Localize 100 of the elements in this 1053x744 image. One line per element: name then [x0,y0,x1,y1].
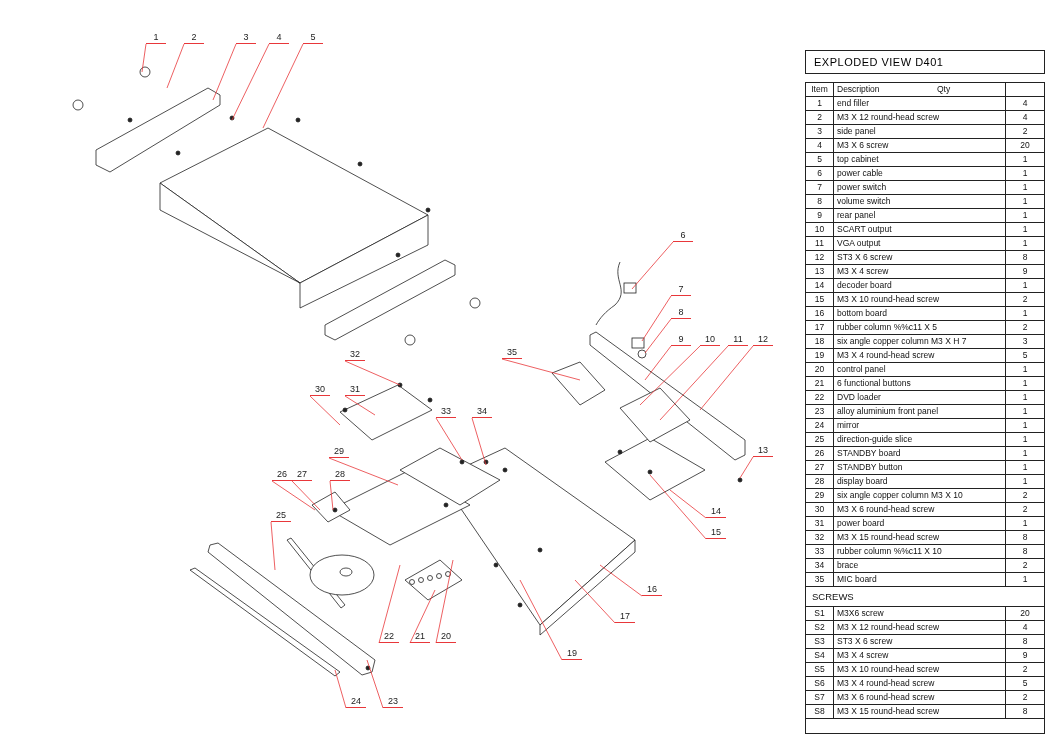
callout-number: 21 [410,631,430,643]
item-number: 14 [806,279,834,293]
quantity: 2 [1006,663,1045,677]
leader-line [291,480,321,511]
callout-number: 32 [345,349,365,361]
item-number: 8 [806,195,834,209]
part-description: control panel [834,363,1006,377]
leader-line [231,43,270,121]
item-number: 33 [806,545,834,559]
item-number: 10 [806,223,834,237]
part-description: power board [834,517,1006,531]
part-description: M3 X 6 round-head screw [834,503,1006,517]
item-number: 34 [806,559,834,573]
part-description: M3 X 12 round-head screw [834,111,1006,125]
item-number: 31 [806,517,834,531]
part-description: M3 X 4 round-head screw [834,349,1006,363]
quantity: 9 [1006,265,1045,279]
item-number: 22 [806,391,834,405]
part-description: M3 X 12 round-head screw [834,621,1006,635]
leader-line [599,564,643,597]
leader-line [739,456,754,479]
item-number: 23 [806,405,834,419]
item-number: 20 [806,363,834,377]
leader-line [435,417,463,461]
part-description: M3 X 4 screw [834,265,1006,279]
leader-line [378,564,401,644]
quantity: 1 [1006,447,1045,461]
part-description: volume switch [834,195,1006,209]
callout-number: 25 [271,510,291,522]
quantity: 5 [1006,349,1045,363]
item-number: 26 [806,447,834,461]
quantity: 2 [1006,125,1045,139]
item-number: S1 [806,607,834,621]
quantity: 1 [1006,209,1045,223]
item-number: 4 [806,139,834,153]
part-description: M3 X 10 round-head screw [834,663,1006,677]
part-description: M3 X 15 round-head screw [834,705,1006,719]
item-number: 13 [806,265,834,279]
quantity: 2 [1006,321,1045,335]
item-number: 19 [806,349,834,363]
callout-number: 17 [615,611,635,623]
leader-line [366,659,384,709]
leader-line [644,318,672,354]
leader-line [659,345,729,421]
part-description: decoder board [834,279,1006,293]
item-number: 1 [806,97,834,111]
leader-line [262,43,304,129]
callout-number: 27 [292,469,312,481]
quantity: 3 [1006,335,1045,349]
item-number: 35 [806,573,834,587]
quantity: 2 [1006,691,1045,705]
quantity: 1 [1006,419,1045,433]
part-description: six angle copper column M3 X 10 [834,489,1006,503]
callout-number: 20 [436,631,456,643]
callout-number: 22 [379,631,399,643]
quantity: 8 [1006,545,1045,559]
leader-line [309,395,341,426]
part-description: M3 X 4 round-head screw [834,677,1006,691]
callout-number: 26 [272,469,292,481]
item-number: 28 [806,475,834,489]
item-number: 21 [806,377,834,391]
callout-number: 19 [562,648,582,660]
callout-number: 35 [502,347,522,359]
callout-number: 8 [671,307,691,319]
part-description: end filler [834,97,1006,111]
leader-line [649,474,707,540]
part-description: STANDBY button [834,461,1006,475]
callout-number: 1 [146,32,166,44]
section-heading: SCREWS [806,587,1045,607]
item-number: 2 [806,111,834,125]
quantity: 1 [1006,307,1045,321]
leader-line [329,480,334,511]
quantity: 1 [1006,153,1045,167]
leader-line [344,360,401,386]
item-number: 24 [806,419,834,433]
item-number: 18 [806,335,834,349]
quantity: 4 [1006,111,1045,125]
part-description: brace [834,559,1006,573]
leader-line [574,579,616,624]
part-description: rubber column %%c11 X 10 [834,545,1006,559]
leader-line [212,43,237,101]
item-number: 30 [806,503,834,517]
quantity: 1 [1006,573,1045,587]
part-description: DVD loader [834,391,1006,405]
callout-number: 2 [184,32,204,44]
part-description: 6 functional buttons [834,377,1006,391]
leader-line [639,345,701,406]
quantity: 1 [1006,195,1045,209]
item-number: S4 [806,649,834,663]
column-header: Qty [934,83,1006,97]
item-number: 32 [806,531,834,545]
leader-line [501,358,581,381]
part-description: alloy aluminium front panel [834,405,1006,419]
part-description: six angle copper column M3 X H 7 [834,335,1006,349]
callout-number: 33 [436,406,456,418]
part-description: power cable [834,167,1006,181]
part-description: rubber column %%c11 X 5 [834,321,1006,335]
item-number: S7 [806,691,834,705]
callout-number: 15 [706,527,726,539]
quantity: 5 [1006,677,1045,691]
